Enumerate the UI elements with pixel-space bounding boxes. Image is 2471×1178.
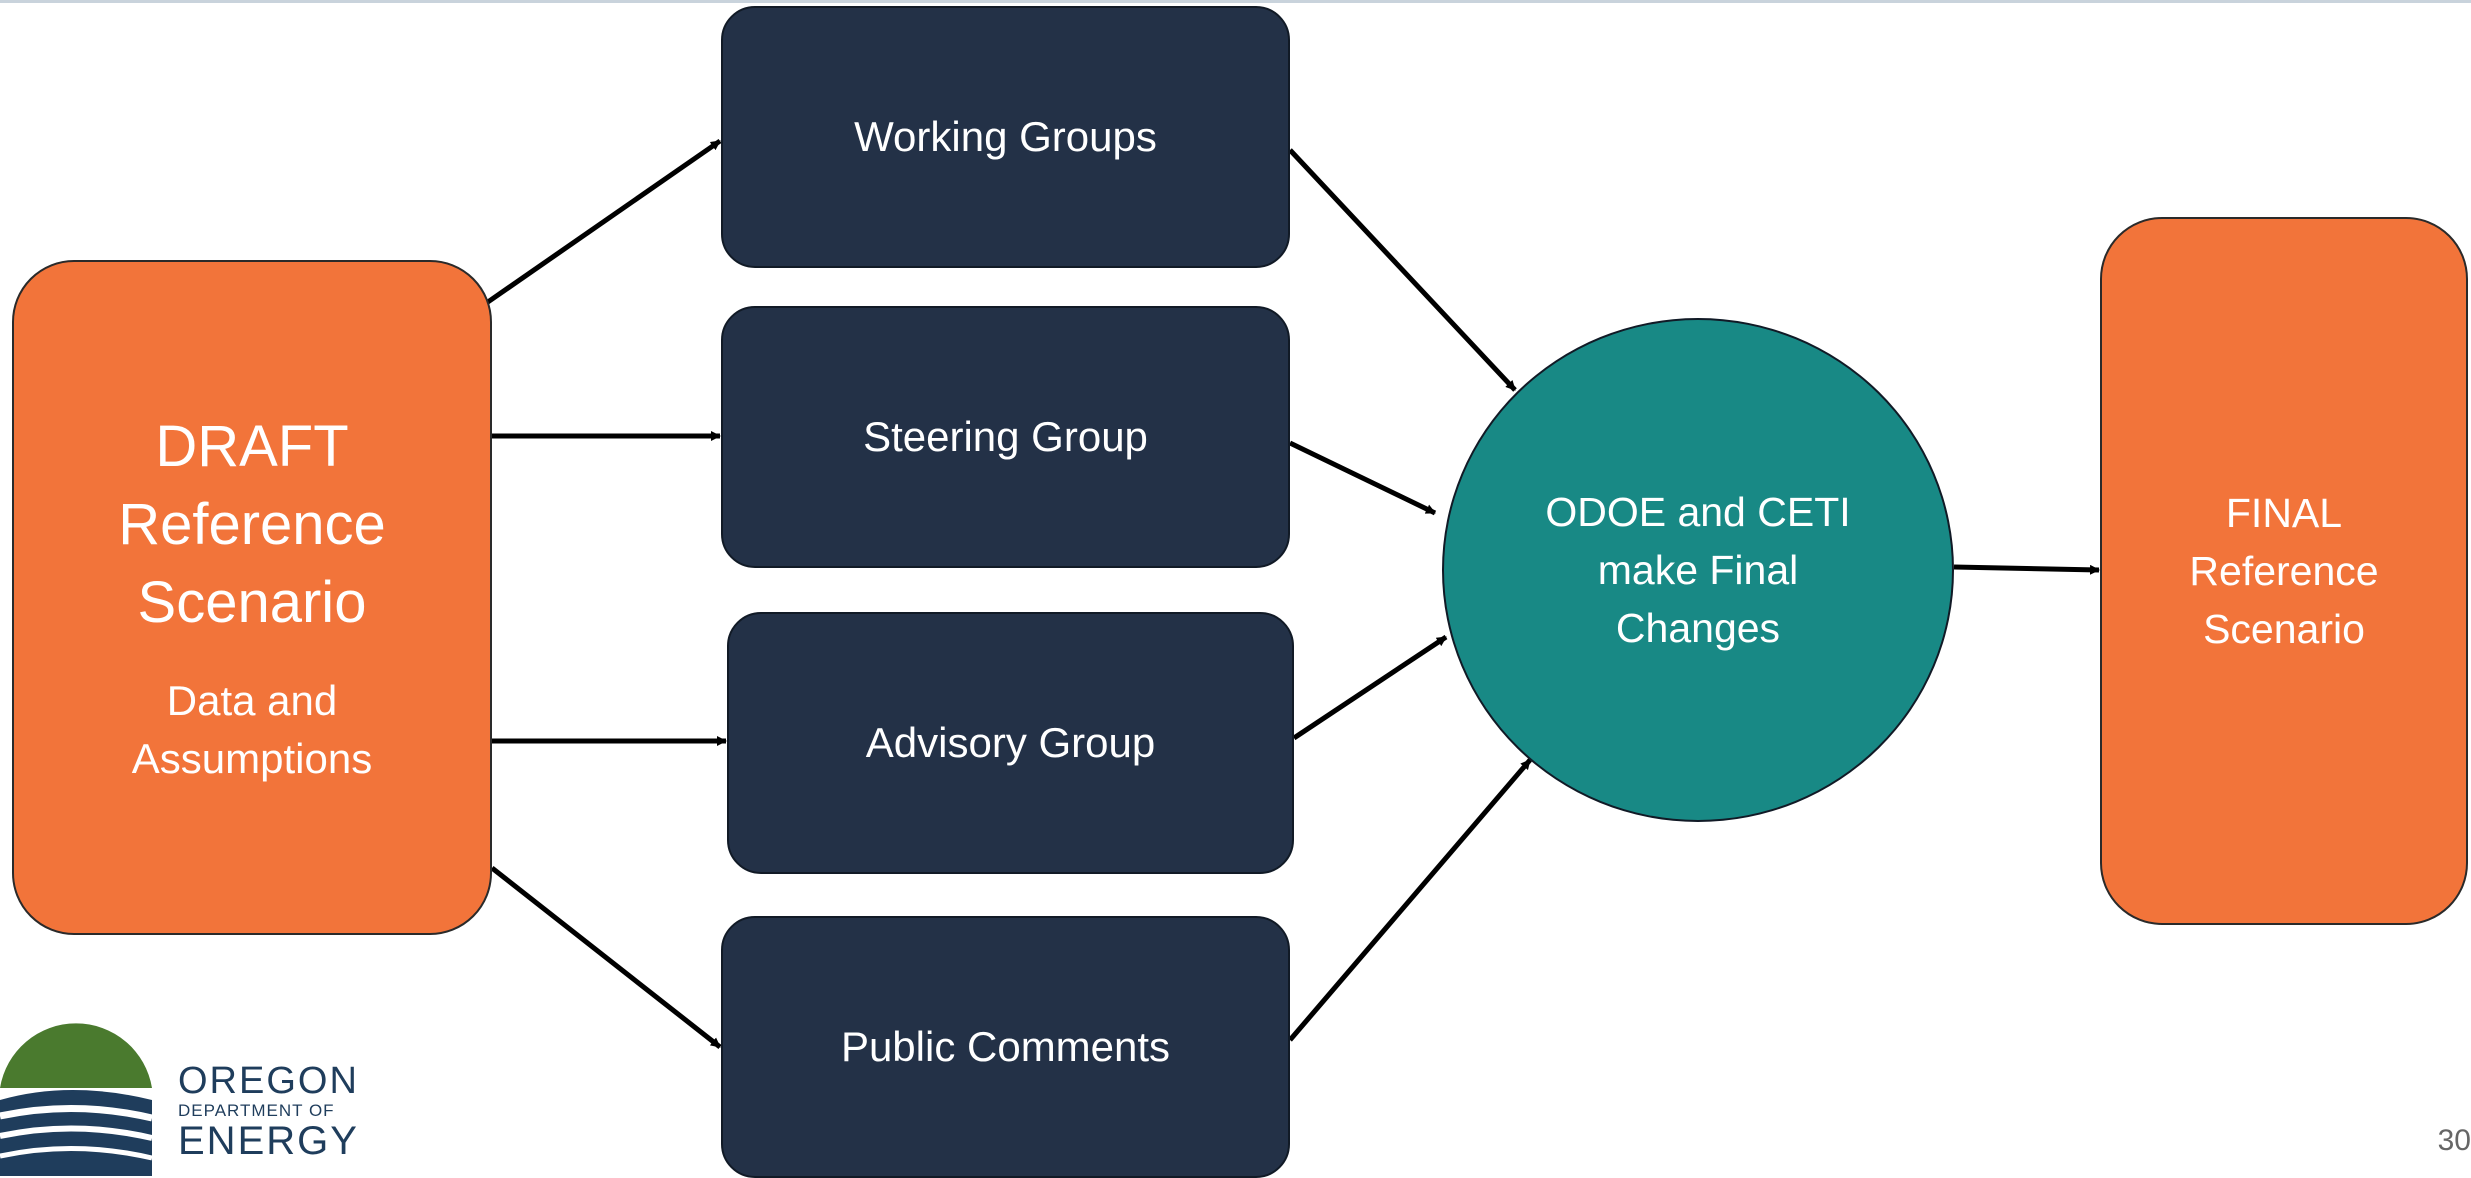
- logo-text-department-of: DEPARTMENT OF: [178, 1101, 335, 1120]
- page-number: 30: [2437, 1124, 2471, 1157]
- public-comments-box: Public Comments: [721, 916, 1290, 1178]
- draft-subtitle: Data and Assumptions: [131, 676, 373, 782]
- logo-text-energy: ENERGY: [178, 1119, 359, 1163]
- working-groups-label: Working Groups: [854, 113, 1157, 160]
- top-rule: [0, 0, 2471, 3]
- steering-group-label: Steering Group: [863, 413, 1148, 460]
- arrow-public-comments-to-hub: [1288, 758, 1532, 1042]
- final-label: FINAL Reference Scenario: [2189, 490, 2379, 652]
- steering-group-box: Steering Group: [721, 306, 1290, 568]
- public-comments-label: Public Comments: [840, 1023, 1171, 1070]
- arrow-steering-group-to-hub: [1288, 440, 1437, 516]
- hub-label: ODOE and CETI make Final Changes: [1545, 489, 1851, 651]
- advisory-group-box: Advisory Group: [727, 612, 1294, 874]
- oregon-department-of-energy-logo-icon: [0, 1023, 153, 1176]
- final-reference-scenario-box: FINAL Reference Scenario: [2100, 217, 2468, 925]
- arrow-draft-to-working-groups: [483, 138, 722, 307]
- arrow-draft-to-public-comments: [490, 866, 722, 1049]
- arrow-hub-to-final: [1953, 564, 2100, 575]
- advisory-group-label: Advisory Group: [865, 719, 1156, 766]
- arrow-advisory-group-to-hub: [1292, 634, 1448, 741]
- arrow-working-groups-to-hub: [1288, 148, 1517, 392]
- draft-reference-scenario-box: DRAFT Reference Scenario Data and Assump…: [12, 260, 492, 935]
- logo-text-oregon: OREGON: [178, 1060, 359, 1102]
- odoe-ceti-final-changes-circle: ODOE and CETI make Final Changes: [1442, 318, 1954, 822]
- draft-title: DRAFT Reference Scenario: [118, 413, 386, 635]
- working-groups-box: Working Groups: [721, 6, 1290, 268]
